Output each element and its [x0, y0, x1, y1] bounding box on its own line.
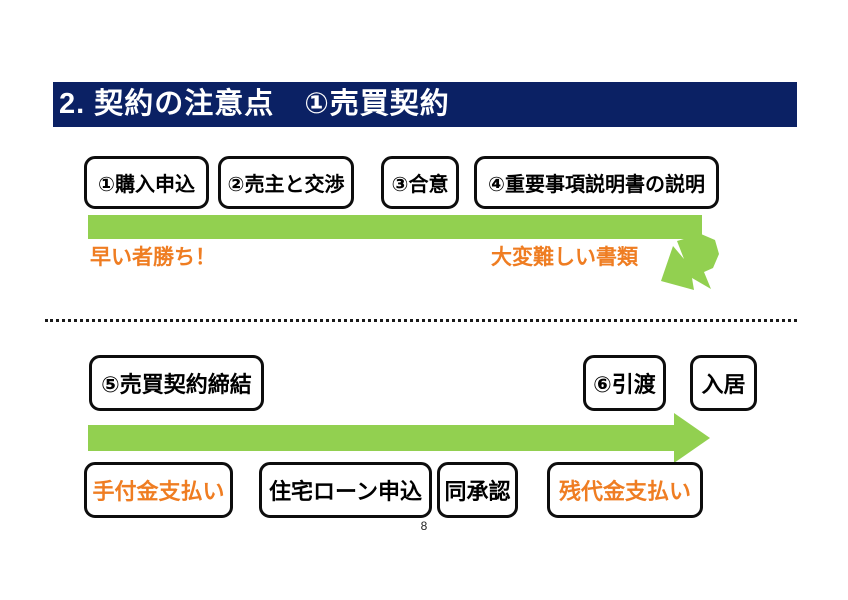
dotted-divider — [45, 319, 797, 322]
timeline-arrow-icon — [88, 413, 710, 463]
bent-arrow-icon — [661, 234, 719, 290]
payment-box-loan-approval: 同承認 — [437, 462, 518, 518]
slide-title: 2. 契約の注意点 ①売買契約 — [59, 88, 450, 120]
step-box-sign-contract: ⑤売買契約締結 — [89, 355, 264, 411]
payment-box-loan-apply: 住宅ローン申込 — [259, 462, 432, 518]
timeline-bar-phase1 — [88, 215, 702, 239]
step-box-handover: ⑥引渡 — [583, 355, 666, 411]
payment-box-deposit: 手付金支払い — [84, 462, 233, 518]
note-difficult-docs: 大変難しい書類 — [491, 246, 638, 269]
step-box-important-matters: ④重要事項説明書の説明 — [474, 156, 719, 209]
step-box-negotiate-seller: ②売主と交渉 — [218, 156, 354, 209]
step-box-purchase-application: ①購入申込 — [84, 156, 209, 209]
note-first-come: 早い者勝ち！ — [90, 246, 216, 269]
page-number: 8 — [420, 519, 428, 533]
step-box-agreement: ③合意 — [381, 156, 459, 209]
step-box-move-in: 入居 — [690, 355, 757, 411]
payment-box-balance: 残代金支払い — [547, 462, 703, 518]
title-bar: 2. 契約の注意点 ①売買契約 — [53, 82, 797, 127]
